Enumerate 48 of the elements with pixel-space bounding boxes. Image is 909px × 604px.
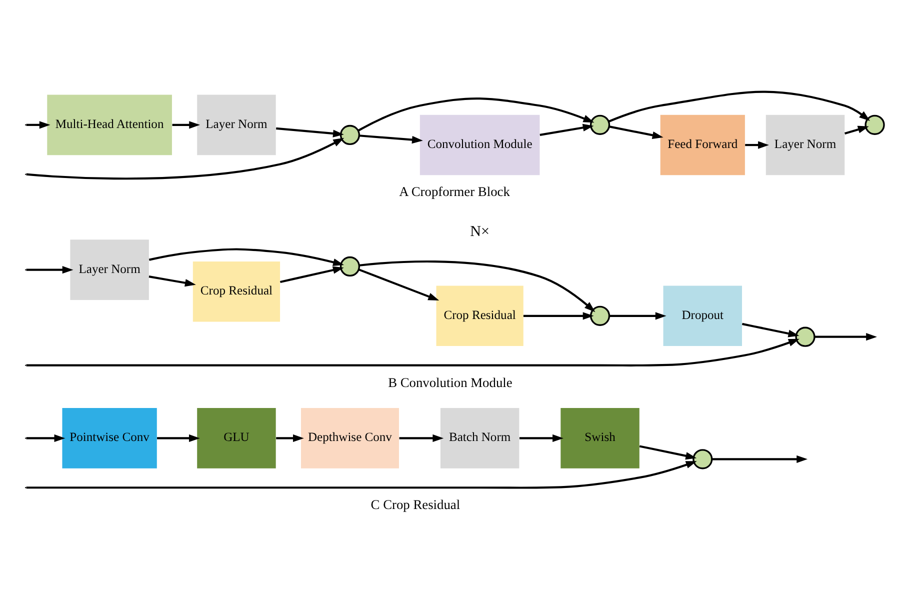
node-box: Crop Residual — [436, 285, 524, 346]
arrow — [157, 434, 200, 442]
node-circle — [795, 326, 816, 346]
node-box: GLU — [197, 408, 276, 468]
node-box: Layer Norm — [70, 239, 149, 300]
node-box: Swish — [560, 408, 640, 468]
node-box: Crop Residual — [192, 260, 280, 322]
arrow — [359, 260, 596, 312]
label: C Crop Residual — [370, 496, 460, 512]
node-box: Convolution Module — [420, 114, 540, 175]
node-circle — [590, 305, 610, 326]
arrow — [608, 125, 664, 138]
node-box: Dropout — [663, 285, 742, 346]
arrow — [359, 134, 423, 144]
label: A Cropformer Block — [399, 183, 510, 198]
arrow — [172, 120, 200, 128]
arrow — [148, 275, 196, 286]
arrow — [742, 322, 800, 337]
node-box: Batch Norm — [440, 408, 520, 468]
node-box: Layer Norm — [197, 94, 276, 155]
node-circle — [864, 114, 885, 134]
arrow — [519, 434, 564, 442]
node-box: Pointwise Conv — [62, 408, 157, 468]
node-box: Multi-Head Attention — [47, 94, 172, 155]
node-circle — [340, 124, 360, 145]
node-box: Depthwise Conv — [300, 408, 399, 468]
label: B Convolution Module — [388, 374, 512, 390]
label: N× — [470, 223, 490, 240]
arrow — [844, 125, 869, 134]
node-circle — [590, 114, 610, 134]
arrow — [276, 126, 344, 137]
node-box: Feed Forward — [660, 114, 745, 175]
arrow — [358, 97, 594, 132]
arrow — [540, 123, 594, 136]
arrow — [276, 434, 304, 442]
arrow — [745, 140, 769, 148]
arrow — [26, 434, 66, 442]
node-circle — [340, 256, 360, 276]
arrow — [399, 434, 444, 442]
arrow — [148, 248, 344, 266]
node-circle — [692, 448, 713, 469]
node-box: Layer Norm — [766, 114, 845, 175]
arrow — [639, 444, 697, 460]
arrow — [523, 312, 594, 320]
arrow — [609, 312, 666, 320]
arrow — [358, 268, 440, 300]
arrow — [608, 90, 870, 122]
arrow — [280, 266, 344, 282]
